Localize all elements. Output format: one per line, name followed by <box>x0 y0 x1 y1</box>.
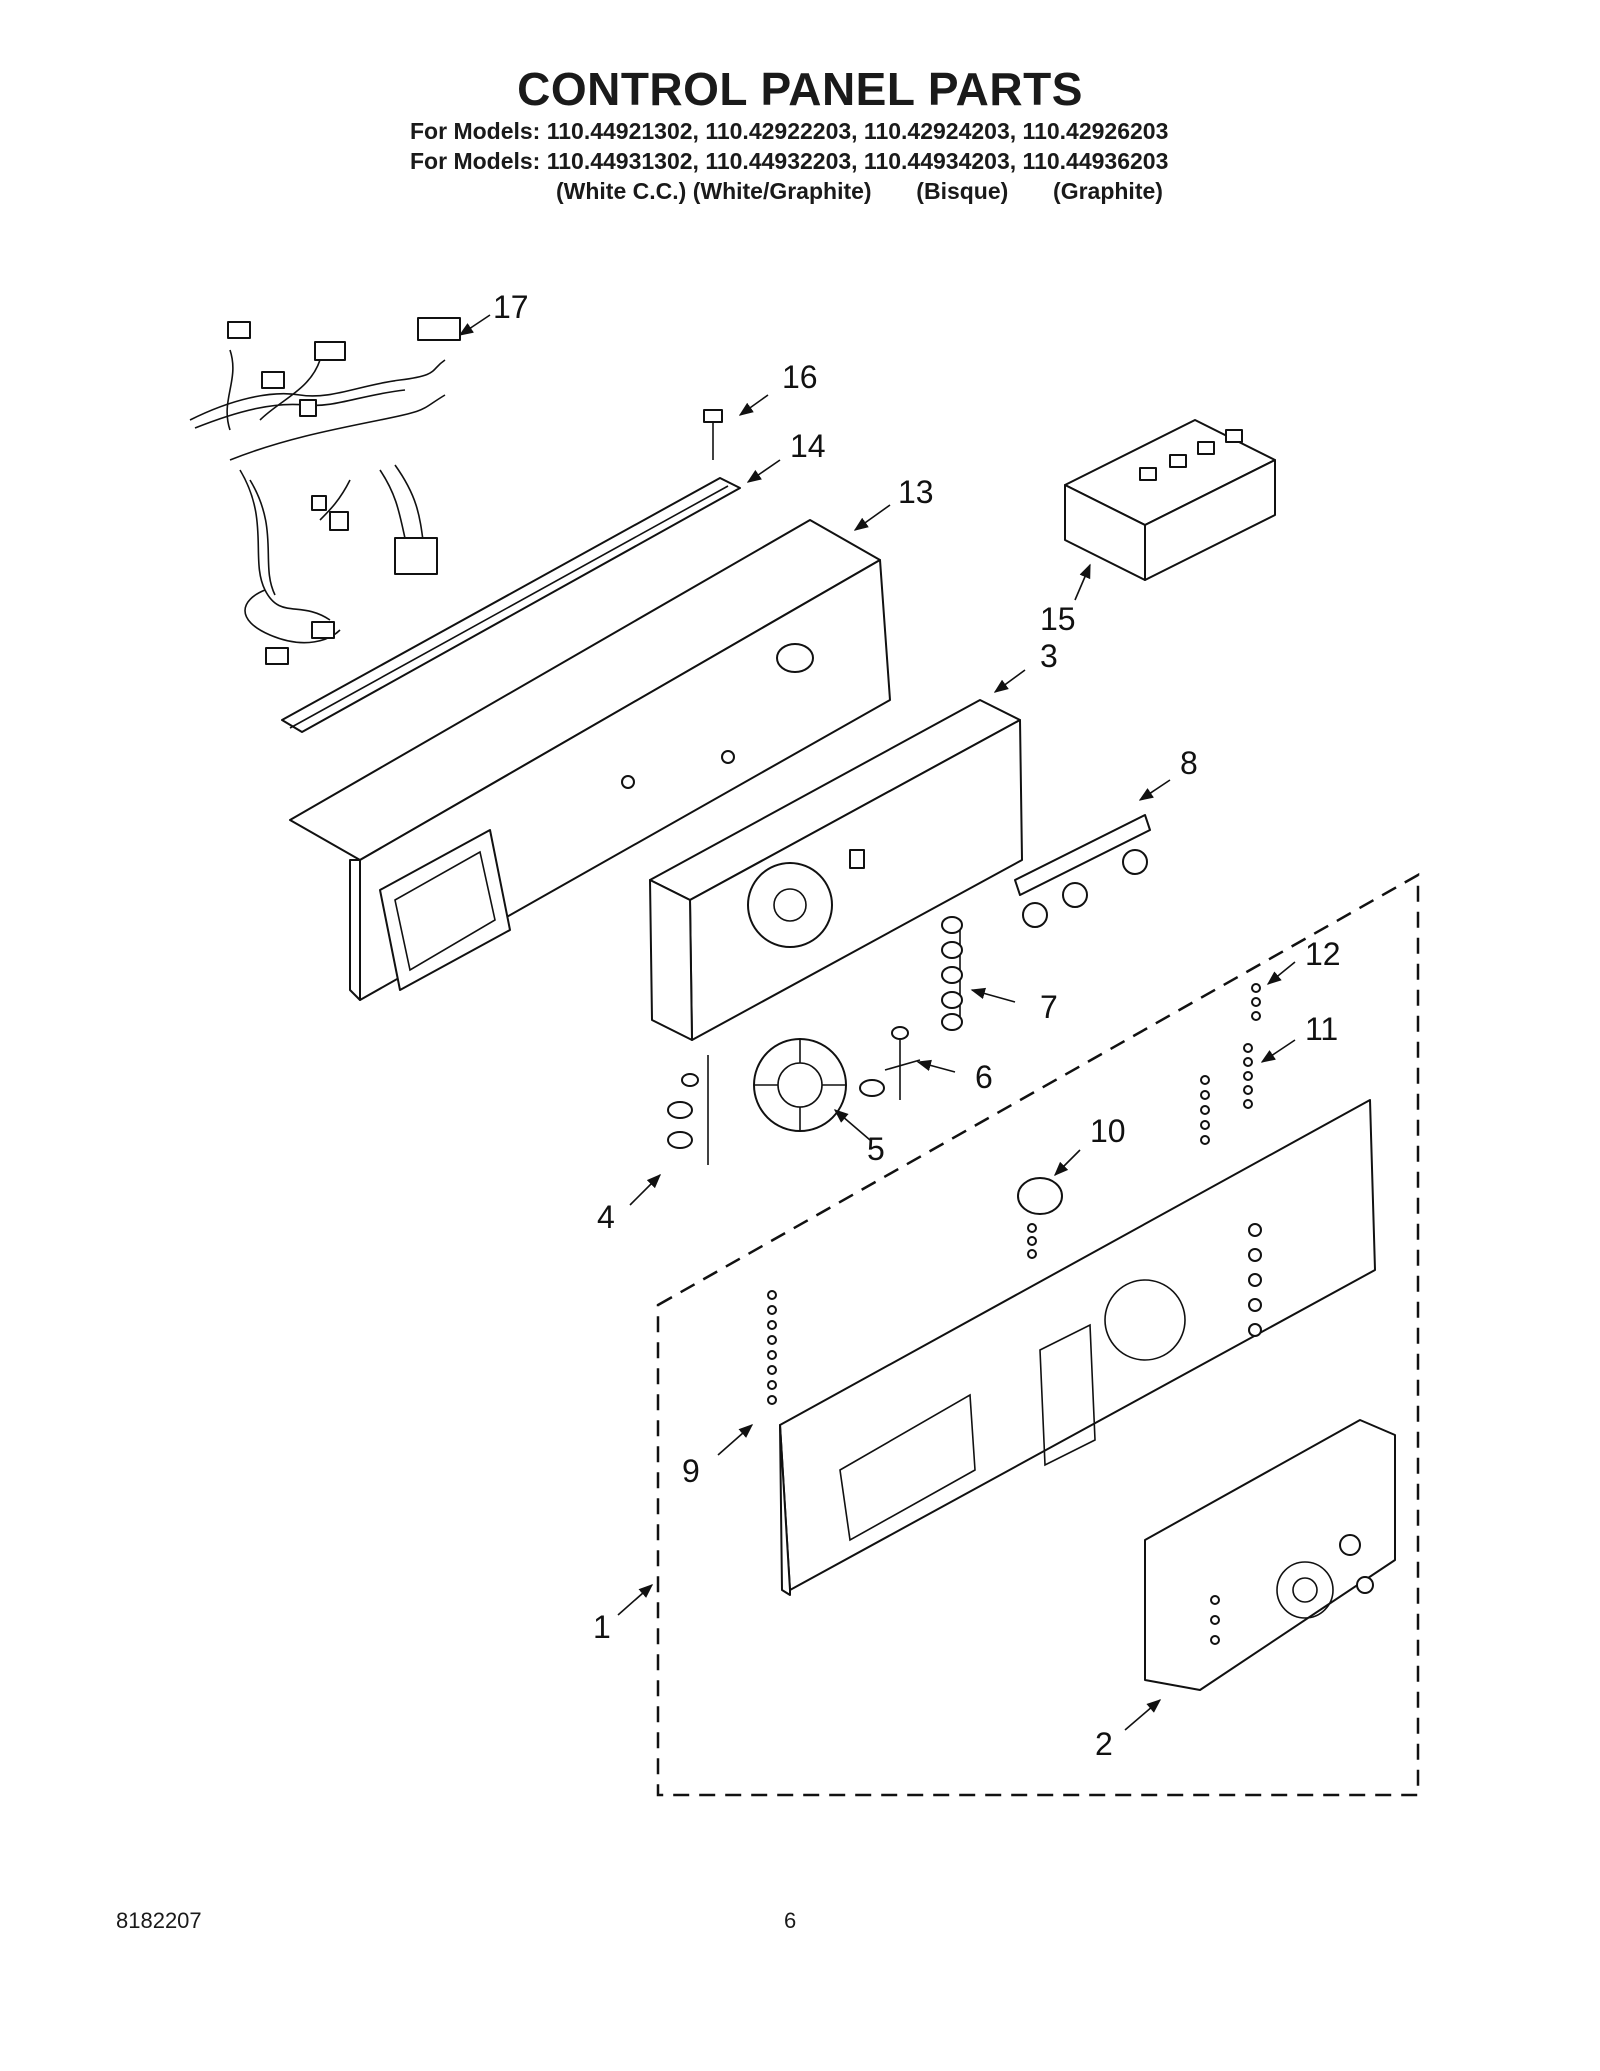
button-strip-part <box>941 916 963 1031</box>
callout-label-16: 16 <box>782 359 818 395</box>
wire-harness-part <box>189 317 461 665</box>
document-number: 8182207 <box>116 1908 202 1933</box>
model-colors-line: (White C.C.) (White/Graphite) (Bisque) (… <box>556 178 1163 204</box>
indicator-strip-11-part <box>1200 1043 1253 1145</box>
indicator-strip-12-part <box>1251 983 1261 1021</box>
callout-arrow-7 <box>970 987 1016 1003</box>
callout-arrow-12 <box>1266 961 1296 985</box>
models-line-2: For Models: 110.44931302, 110.44932203, … <box>410 148 1169 174</box>
console-panel-part <box>779 1099 1376 1596</box>
callout-label-2: 2 <box>1095 1726 1113 1762</box>
models-line-1: For Models: 110.44921302, 110.42922203, … <box>410 118 1169 144</box>
lightpipe-strip-part <box>767 1290 777 1405</box>
callout-arrow-14 <box>746 459 781 483</box>
control-housing-part <box>649 699 1023 1041</box>
callout-arrow-4 <box>629 1173 662 1206</box>
console-bracket-part <box>289 519 891 1001</box>
callout-arrow-9 <box>717 1424 754 1456</box>
callout-arrow-11 <box>1260 1039 1296 1063</box>
callout-label-15: 15 <box>1040 601 1076 637</box>
callout-arrow-3 <box>993 669 1026 693</box>
page-title: CONTROL PANEL PARTS <box>517 63 1083 115</box>
screw-part <box>703 409 723 460</box>
callout-arrow-16 <box>738 394 769 416</box>
callout-label-10: 10 <box>1090 1113 1126 1149</box>
switch-bracket-part <box>1014 814 1151 928</box>
callout-arrow-2 <box>1124 1699 1162 1731</box>
callout-label-17: 17 <box>493 289 529 325</box>
callout-label-1: 1 <box>593 1609 611 1645</box>
callout-label-13: 13 <box>898 474 934 510</box>
selector-lever-part <box>859 1026 921 1100</box>
front-assembly-dashed-boundary <box>656 872 1420 1797</box>
callout-arrow-1 <box>617 1584 654 1616</box>
electronic-control-module-part <box>1064 419 1276 581</box>
callout-arrow-13 <box>853 504 891 531</box>
callout-label-7: 7 <box>1040 989 1058 1025</box>
callout-label-3: 3 <box>1040 638 1058 674</box>
callout-label-12: 12 <box>1305 936 1341 972</box>
selector-dial-part <box>753 1038 847 1132</box>
knob-cap-part <box>1017 1177 1063 1259</box>
callout-arrow-6 <box>916 1059 956 1073</box>
control-overlay-part <box>1144 1419 1396 1691</box>
callout-arrow-15 <box>1074 563 1091 601</box>
retaining-strip-part <box>281 477 741 733</box>
callout-label-4: 4 <box>597 1199 615 1235</box>
page-number: 6 <box>784 1908 797 1933</box>
callout-arrow-5 <box>833 1109 871 1141</box>
callout-arrow-8 <box>1138 779 1171 801</box>
small-button-strip-part <box>667 1055 709 1165</box>
callout-label-5: 5 <box>867 1131 885 1167</box>
callout-label-14: 14 <box>790 428 826 464</box>
callout-arrow-10 <box>1053 1149 1081 1177</box>
callout-label-11: 11 <box>1305 1011 1338 1047</box>
callout-label-8: 8 <box>1180 745 1198 781</box>
callout-label-9: 9 <box>682 1453 700 1489</box>
callout-label-6: 6 <box>975 1059 993 1095</box>
callout-arrow-17 <box>458 314 491 336</box>
